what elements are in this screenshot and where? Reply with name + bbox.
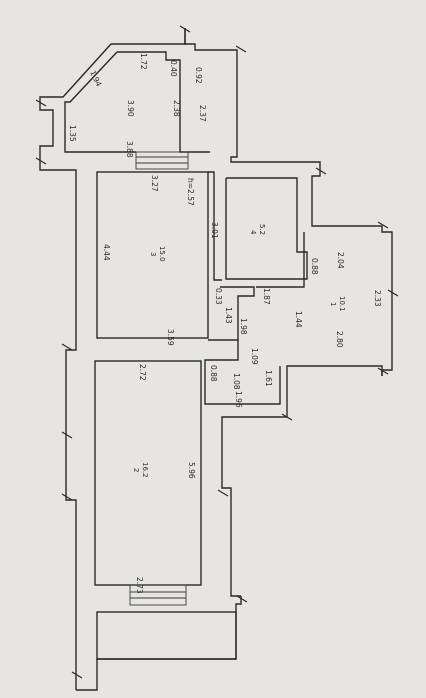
room-label-1: 10.1 1 <box>329 296 346 312</box>
outer-wall-upper-left <box>39 28 186 162</box>
svg-text:5.2: 5.2 <box>258 224 266 235</box>
dim-label: 5.96 <box>187 462 196 479</box>
dim-label: 1.08 <box>232 373 241 390</box>
dimension-ticks <box>35 25 399 679</box>
dim-label: 1.87 <box>262 288 271 305</box>
dim-label: 3.27 <box>150 175 159 192</box>
south-block <box>96 611 237 660</box>
svg-text:3: 3 <box>149 252 157 256</box>
room-label-4: 5.2 4 <box>249 224 266 235</box>
dim-label: 3.88 <box>125 141 134 158</box>
room-3-outline <box>96 171 209 339</box>
dim-label: 1.43 <box>224 307 233 324</box>
room-label-3: 15.0 3 <box>149 246 166 262</box>
room-4-outline <box>225 177 308 280</box>
dim-label: 0.88 <box>310 258 319 275</box>
svg-text:10.1: 10.1 <box>338 296 346 312</box>
svg-text:4: 4 <box>249 230 257 235</box>
outer-wall-bottom <box>76 596 242 691</box>
dim-label: 1.61 <box>264 370 273 387</box>
dim-label: 3.59 <box>166 329 175 346</box>
svg-text:16.2: 16.2 <box>141 462 149 478</box>
dim-label: 0.92 <box>194 67 203 84</box>
dim-label: 1.98 <box>239 318 248 335</box>
outer-wall-right-lower <box>221 394 288 597</box>
window-north <box>135 151 189 170</box>
dim-label: 2.38 <box>172 100 181 117</box>
dim-label: 0.40 <box>169 60 178 77</box>
svg-text:2: 2 <box>132 468 140 472</box>
outer-wall-left <box>39 162 77 690</box>
outer-wall-right-mid <box>286 365 383 394</box>
dim-label: 2.33 <box>373 290 382 307</box>
room-1-wall <box>256 232 305 288</box>
dim-label: 2.04 <box>336 252 345 269</box>
dim-label: 2.80 <box>335 331 344 348</box>
dim-label: 0.88 <box>209 365 218 382</box>
room-north-wall-left <box>64 51 136 153</box>
outer-wall-top <box>184 28 393 376</box>
dim-label: 3.90 <box>126 100 135 117</box>
window-south <box>129 584 187 606</box>
dim-label: 4.44 <box>102 244 111 261</box>
dim-label: 1.44 <box>294 311 303 328</box>
dim-label: 1.35 <box>68 125 77 142</box>
svg-text:15.0: 15.0 <box>158 246 166 262</box>
corridor-wall-lower <box>204 340 281 405</box>
corridor-wall <box>208 286 255 341</box>
dim-label: 2.72 <box>138 364 147 381</box>
dim-label: 2.37 <box>198 105 207 122</box>
dim-label: 1.72 <box>139 53 148 70</box>
dim-label: 1.94 <box>88 69 103 88</box>
dim-label: 0.33 <box>214 288 223 305</box>
svg-text:1: 1 <box>329 302 337 306</box>
dim-label: 1.96 <box>234 391 243 408</box>
dim-label: 1.09 <box>250 348 259 365</box>
room-label-2: 16.2 2 <box>132 462 149 478</box>
dim-label: 3.01 <box>210 222 219 239</box>
dim-label: h=2.57 <box>186 178 195 206</box>
dim-label: 2.73 <box>135 577 144 594</box>
room-3-right-wall <box>208 171 222 281</box>
